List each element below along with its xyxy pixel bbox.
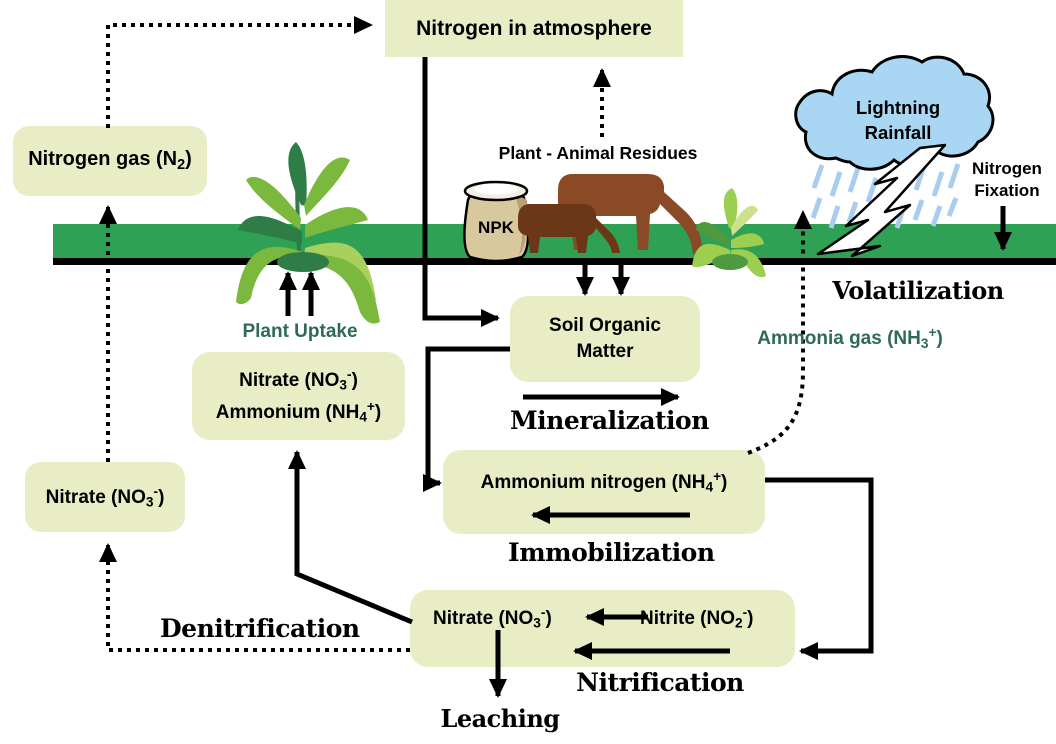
box-nitrogen-gas: Nitrogen gas (N2) <box>13 126 207 196</box>
arrow-nitrate-to-plant-pool <box>288 450 413 625</box>
volatilization-label: Volatilization <box>832 276 1004 305</box>
cow-large-icon <box>558 174 703 254</box>
box-nitrogen-in-atmosphere-label: Nitrogen in atmosphere <box>416 16 652 40</box>
cloud-label: Lightning Rainfall <box>818 96 978 146</box>
mineralization-label: Mineralization <box>510 406 709 435</box>
immobilization-label: Immobilization <box>508 538 715 567</box>
box-nitrate-ammonium-line1: Nitrate (NO3-) <box>239 367 358 393</box>
lightning-bolt-icon <box>816 143 947 258</box>
box-nitrate-left-label: Nitrate (NO3-) <box>45 484 165 510</box>
box-nitrogen-in-atmosphere: Nitrogen in atmosphere <box>385 0 683 57</box>
box-nitrate-nitrite-nitrate-label: Nitrate (NO3-) <box>433 605 552 631</box>
box-ammonium-nitrogen: Ammonium nitrogen (NH4+) <box>443 450 765 534</box>
nitrogen-fixation-line2: Fixation <box>974 181 1040 201</box>
cloud-label-line1: Lightning <box>855 97 941 118</box>
soil-band <box>53 224 1056 265</box>
plant-uptake-label: Plant Uptake <box>242 321 358 342</box>
box-soil-organic-matter-label: Soil Organic Matter <box>549 315 661 362</box>
plant-large-icon <box>236 142 380 324</box>
denitrification-label: Denitrification <box>160 614 360 643</box>
arrow-n2-to-atmosphere-dotted <box>106 16 373 128</box>
box-nitrate-left: Nitrate (NO3-) <box>25 462 185 532</box>
leaching-label: Leaching <box>440 704 560 733</box>
box-soil-organic-matter: Soil Organic Matter <box>510 296 700 382</box>
arrow-atmosphere-to-soil-organic-matter <box>422 57 500 327</box>
cow-small-icon <box>518 204 620 253</box>
box-ammonium-nitrogen-label: Ammonium nitrogen (NH4+) <box>480 469 728 495</box>
nitrogen-fixation-label: Nitrogen Fixation <box>955 158 1056 202</box>
rain-icon <box>810 163 961 233</box>
ammonia-gas-label: Ammonia gas (NH3+) <box>757 325 943 351</box>
box-nitrate-ammonium: Nitrate (NO3-) Ammonium (NH4+) <box>192 352 405 440</box>
box-nitrate-nitrite: Nitrate (NO3-) Nitrite (NO2-) <box>410 590 795 667</box>
box-nitrate-ammonium-line2: Ammonium (NH4+) <box>215 399 382 425</box>
nitrification-label: Nitrification <box>576 668 744 697</box>
plant-animal-residues-label: Plant - Animal Residues <box>498 143 698 163</box>
plant-small-icon <box>692 188 766 278</box>
cloud-label-line2: Rainfall <box>864 121 932 143</box>
nitrogen-fixation-line1: Nitrogen <box>972 159 1042 178</box>
box-nitrogen-gas-label: Nitrogen gas (N2) <box>28 148 192 174</box>
box-nitrate-nitrite-nitrite-label: Nitrite (NO2-) <box>640 605 754 631</box>
npk-bag-label: NPK <box>478 218 514 237</box>
